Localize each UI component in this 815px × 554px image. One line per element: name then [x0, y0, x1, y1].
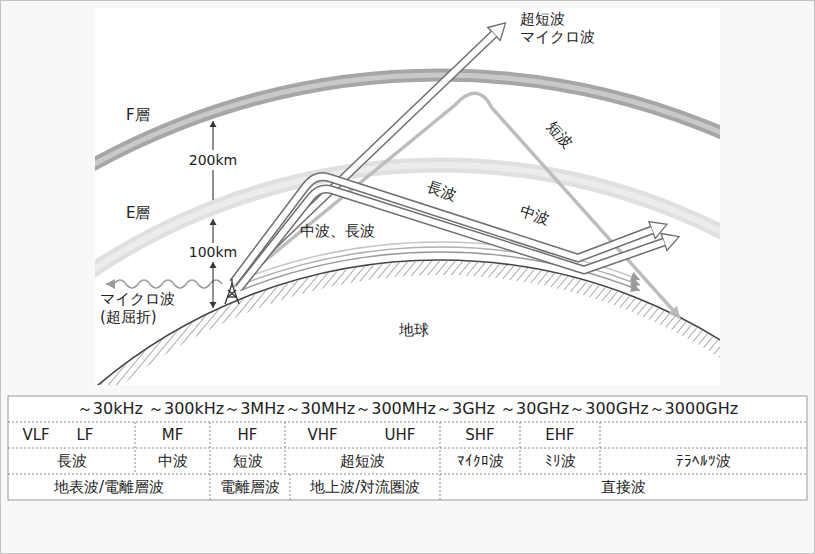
table-cell: EHF: [520, 422, 600, 448]
dimension-arrow: [212, 219, 213, 243]
e-layer-highlight: [95, 165, 720, 385]
wave-label: 超短波 マイクロ波: [520, 10, 595, 46]
table-cell: 直接波: [440, 474, 807, 500]
dimension-line: [212, 170, 213, 200]
table-cell: 地表波/電離層波: [8, 474, 210, 500]
table-cell: 中波: [135, 448, 210, 474]
wave-label: 中波、長波: [300, 222, 375, 240]
e-layer-band: [95, 165, 720, 385]
table-cell: ～30kHz ～300kHz～3MHz～30MHz～300MHz～3GHz ～3…: [8, 396, 807, 422]
earth-body: [95, 260, 720, 385]
dimension-arrow: [212, 121, 213, 150]
table-cell: MF: [135, 422, 210, 448]
earth-surface: [95, 260, 720, 385]
dimension-arrow: [212, 262, 213, 308]
table-cell: ﾏｲｸﾛ波: [440, 448, 520, 474]
table-grid: [8, 422, 807, 500]
table-cell: UHF: [360, 422, 440, 448]
short-wave-path: [233, 93, 680, 318]
layer-label: F層: [126, 106, 150, 124]
table-cell: SHF: [440, 422, 520, 448]
table-cell: 短波: [210, 448, 285, 474]
height-dimension: 100km: [189, 244, 237, 261]
table-cell: 超短波: [285, 448, 440, 474]
height-dimension: 200km: [189, 152, 237, 169]
layer-label: E層: [126, 204, 150, 222]
table-cell: HF: [210, 422, 285, 448]
antenna-tower: [225, 279, 239, 304]
table-cell: ﾐﾘ波: [520, 448, 600, 474]
wave-label: 中波: [518, 202, 552, 228]
super-refraction-wave: [106, 280, 222, 288]
table-cell: VLF: [8, 422, 64, 448]
table-cell: 長波: [8, 448, 135, 474]
table-cell: 電離層波: [210, 474, 290, 500]
table-cell: ﾃﾗﾍﾙﾂ波: [600, 448, 807, 474]
wave-label: 短波: [543, 118, 576, 152]
band-table: [8, 396, 807, 500]
wave-label: マイクロ波 (超屈折): [100, 290, 175, 326]
wave-label: 長波: [425, 178, 459, 204]
table-cell: 地上波/対流圏波: [290, 474, 440, 500]
table-cell: VHF: [285, 422, 360, 448]
table-cell: LF: [60, 422, 110, 448]
earth-label: 地球: [399, 321, 429, 339]
